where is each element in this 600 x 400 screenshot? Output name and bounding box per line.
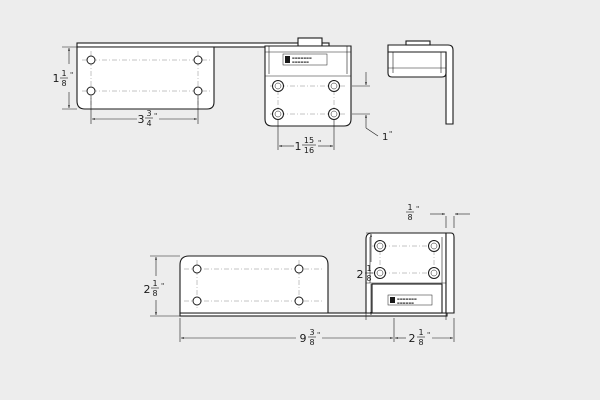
mounting-hole <box>272 80 284 92</box>
dim-top-front-span-num: 15 <box>304 136 314 145</box>
dim-bottom-front-height-den: 8 <box>366 274 371 283</box>
mounting-hole <box>192 264 202 274</box>
dim-bottom-height-whole: 2 <box>144 283 151 296</box>
dim-top-height-num: 1 <box>61 69 66 78</box>
top-front-view: ▬▬▬▬▬▬▬ ▬▬▬▬▬▬ <box>264 37 352 127</box>
dim-bottom-thickness-num: 1 <box>407 203 412 212</box>
mounting-hole <box>193 55 203 65</box>
bottom-long-plate <box>179 255 329 314</box>
dim-bottom-width-num: 1 <box>418 328 423 337</box>
dim-top-height-den: 8 <box>61 79 66 88</box>
mounting-hole <box>272 108 284 120</box>
dim-top-span-den: 4 <box>146 119 151 128</box>
mounting-hole <box>193 86 203 96</box>
dim-bottom-length-mark: " <box>317 331 320 339</box>
mounting-hole <box>328 80 340 92</box>
label-text: ▬▬▬▬▬▬▬ <box>292 56 312 60</box>
mounting-hole <box>86 86 96 96</box>
dim-top-offset-whole: 1 <box>382 132 388 143</box>
dim-bottom-width-den: 8 <box>418 338 423 347</box>
dim-bottom-length-den: 8 <box>309 338 314 347</box>
mounting-hole <box>374 267 386 279</box>
dimension-labels: 1 1 8 " 3 3 4 " 1 15 16 " 1 " 1 8 " 2 1 … <box>53 69 431 347</box>
label-text: ▬▬▬▬▬▬▬ <box>397 297 417 301</box>
mounting-hole <box>428 240 440 252</box>
dim-bottom-width-whole: 2 <box>409 332 416 345</box>
product-label <box>282 53 328 66</box>
dim-top-span-mark: " <box>154 112 157 120</box>
top-long-plate <box>76 46 215 110</box>
dim-bottom-length-num: 3 <box>309 328 314 337</box>
top-side-view <box>387 40 454 125</box>
label-text: ▬▬▬▬▬▬ <box>292 60 309 64</box>
dim-bottom-height-mark: " <box>161 282 164 290</box>
dim-top-offset-mark: " <box>389 130 392 138</box>
mounting-hole <box>294 264 304 274</box>
dim-top-front-span-whole: 1 <box>295 140 302 153</box>
dim-top-front-span-mark: " <box>318 139 321 147</box>
dim-bottom-length-whole: 9 <box>300 332 307 345</box>
mounting-hole <box>428 267 440 279</box>
bottom-assembled-view: ▬▬▬▬▬▬▬ ▬▬▬▬▬▬ <box>179 232 455 320</box>
top-plan-view <box>76 42 330 110</box>
mounting-hole <box>192 296 202 306</box>
dim-bottom-thickness-mark: " <box>416 205 419 213</box>
dim-bottom-height-den: 8 <box>152 289 157 298</box>
dimension-lines <box>62 46 470 342</box>
dim-bottom-thickness-den: 8 <box>407 213 412 222</box>
dim-top-height-whole: 1 <box>53 72 60 85</box>
mounting-hole <box>374 240 386 252</box>
side-block <box>387 51 447 78</box>
dim-top-height-mark: " <box>70 71 73 79</box>
mounting-hole <box>294 296 304 306</box>
bottom-side-wall <box>445 232 455 314</box>
mounting-hole <box>328 108 340 120</box>
dim-bottom-width-mark: " <box>427 331 430 339</box>
dim-top-span-num: 3 <box>146 109 151 118</box>
product-label <box>387 294 433 306</box>
dim-bottom-height-num: 1 <box>152 279 157 288</box>
label-text: ▬▬▬▬▬▬ <box>397 301 414 305</box>
dim-top-front-span-den: 16 <box>304 146 314 155</box>
dim-top-span-whole: 3 <box>138 113 145 126</box>
dim-bottom-front-height-num: 1 <box>366 264 371 273</box>
dim-bottom-front-height-whole: 2 <box>357 268 364 281</box>
mounting-hole <box>86 55 96 65</box>
